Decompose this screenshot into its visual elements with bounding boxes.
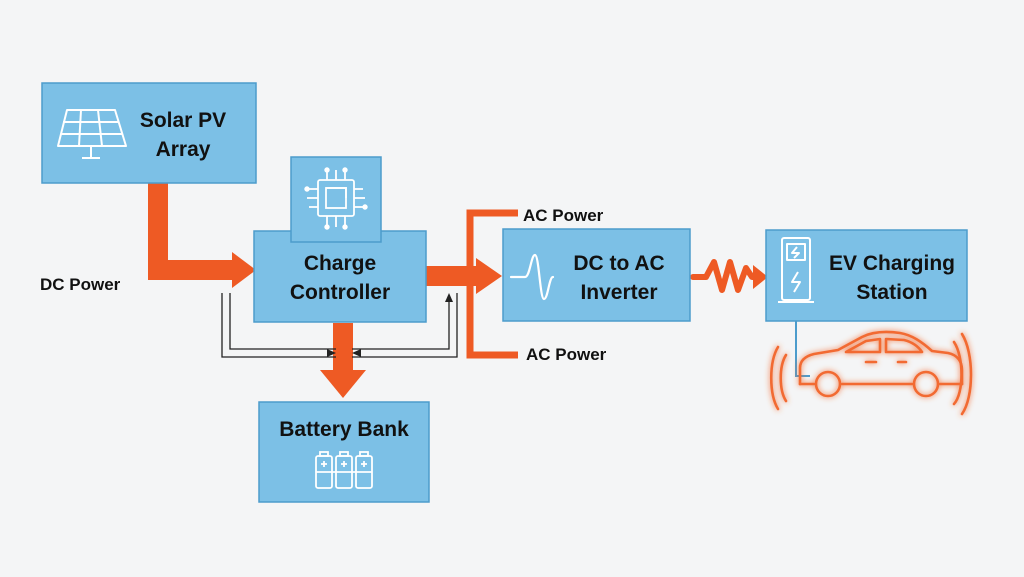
solar-panel-icon bbox=[57, 109, 127, 159]
charge-controller-node: Charge Controller bbox=[253, 230, 427, 323]
charging-cable bbox=[795, 321, 810, 377]
electric-car-icon bbox=[770, 330, 973, 416]
solar-pv-array-node: Solar PV Array bbox=[41, 82, 257, 184]
ev-station-label-line2: Station bbox=[856, 281, 927, 304]
ev-charging-station-node: EV Charging Station bbox=[765, 229, 968, 322]
ac-power-top-label: AC Power bbox=[523, 206, 604, 225]
microchip-icon-tile bbox=[290, 156, 382, 243]
microchip-icon bbox=[304, 167, 368, 230]
battery-bank-node: Battery Bank bbox=[258, 401, 430, 503]
inverter-to-station-zigzag bbox=[690, 259, 768, 293]
dc-power-label: DC Power bbox=[40, 275, 121, 294]
battery-cells-icon bbox=[315, 451, 373, 489]
inverter-label-line1: DC to AC bbox=[573, 252, 664, 275]
ev-charger-icon bbox=[778, 237, 814, 303]
sine-wave-icon bbox=[509, 253, 555, 301]
solar-pv-array-label-line1: Solar PV bbox=[140, 109, 226, 132]
solar-pv-array-label-line2: Array bbox=[156, 138, 211, 161]
charge-controller-label-line2: Controller bbox=[290, 281, 390, 304]
ac-power-bracket bbox=[466, 209, 518, 359]
signal-arrowhead-right bbox=[352, 349, 361, 357]
inverter-label-line2: Inverter bbox=[580, 281, 657, 304]
feedback-signal-lines bbox=[221, 293, 458, 358]
ac-power-bottom-label: AC Power bbox=[526, 345, 607, 364]
controller-to-battery-flow bbox=[320, 323, 366, 398]
signal-arrowhead-left bbox=[327, 349, 336, 357]
dc-power-flow bbox=[148, 183, 256, 288]
charge-controller-label-line1: Charge bbox=[304, 252, 376, 275]
inverter-node: DC to AC Inverter bbox=[502, 228, 691, 322]
ev-station-label-line1: EV Charging bbox=[829, 252, 955, 275]
controller-to-inverter-flow bbox=[425, 258, 502, 294]
battery-bank-label: Battery Bank bbox=[279, 418, 409, 441]
signal-arrowhead-up bbox=[445, 293, 453, 302]
